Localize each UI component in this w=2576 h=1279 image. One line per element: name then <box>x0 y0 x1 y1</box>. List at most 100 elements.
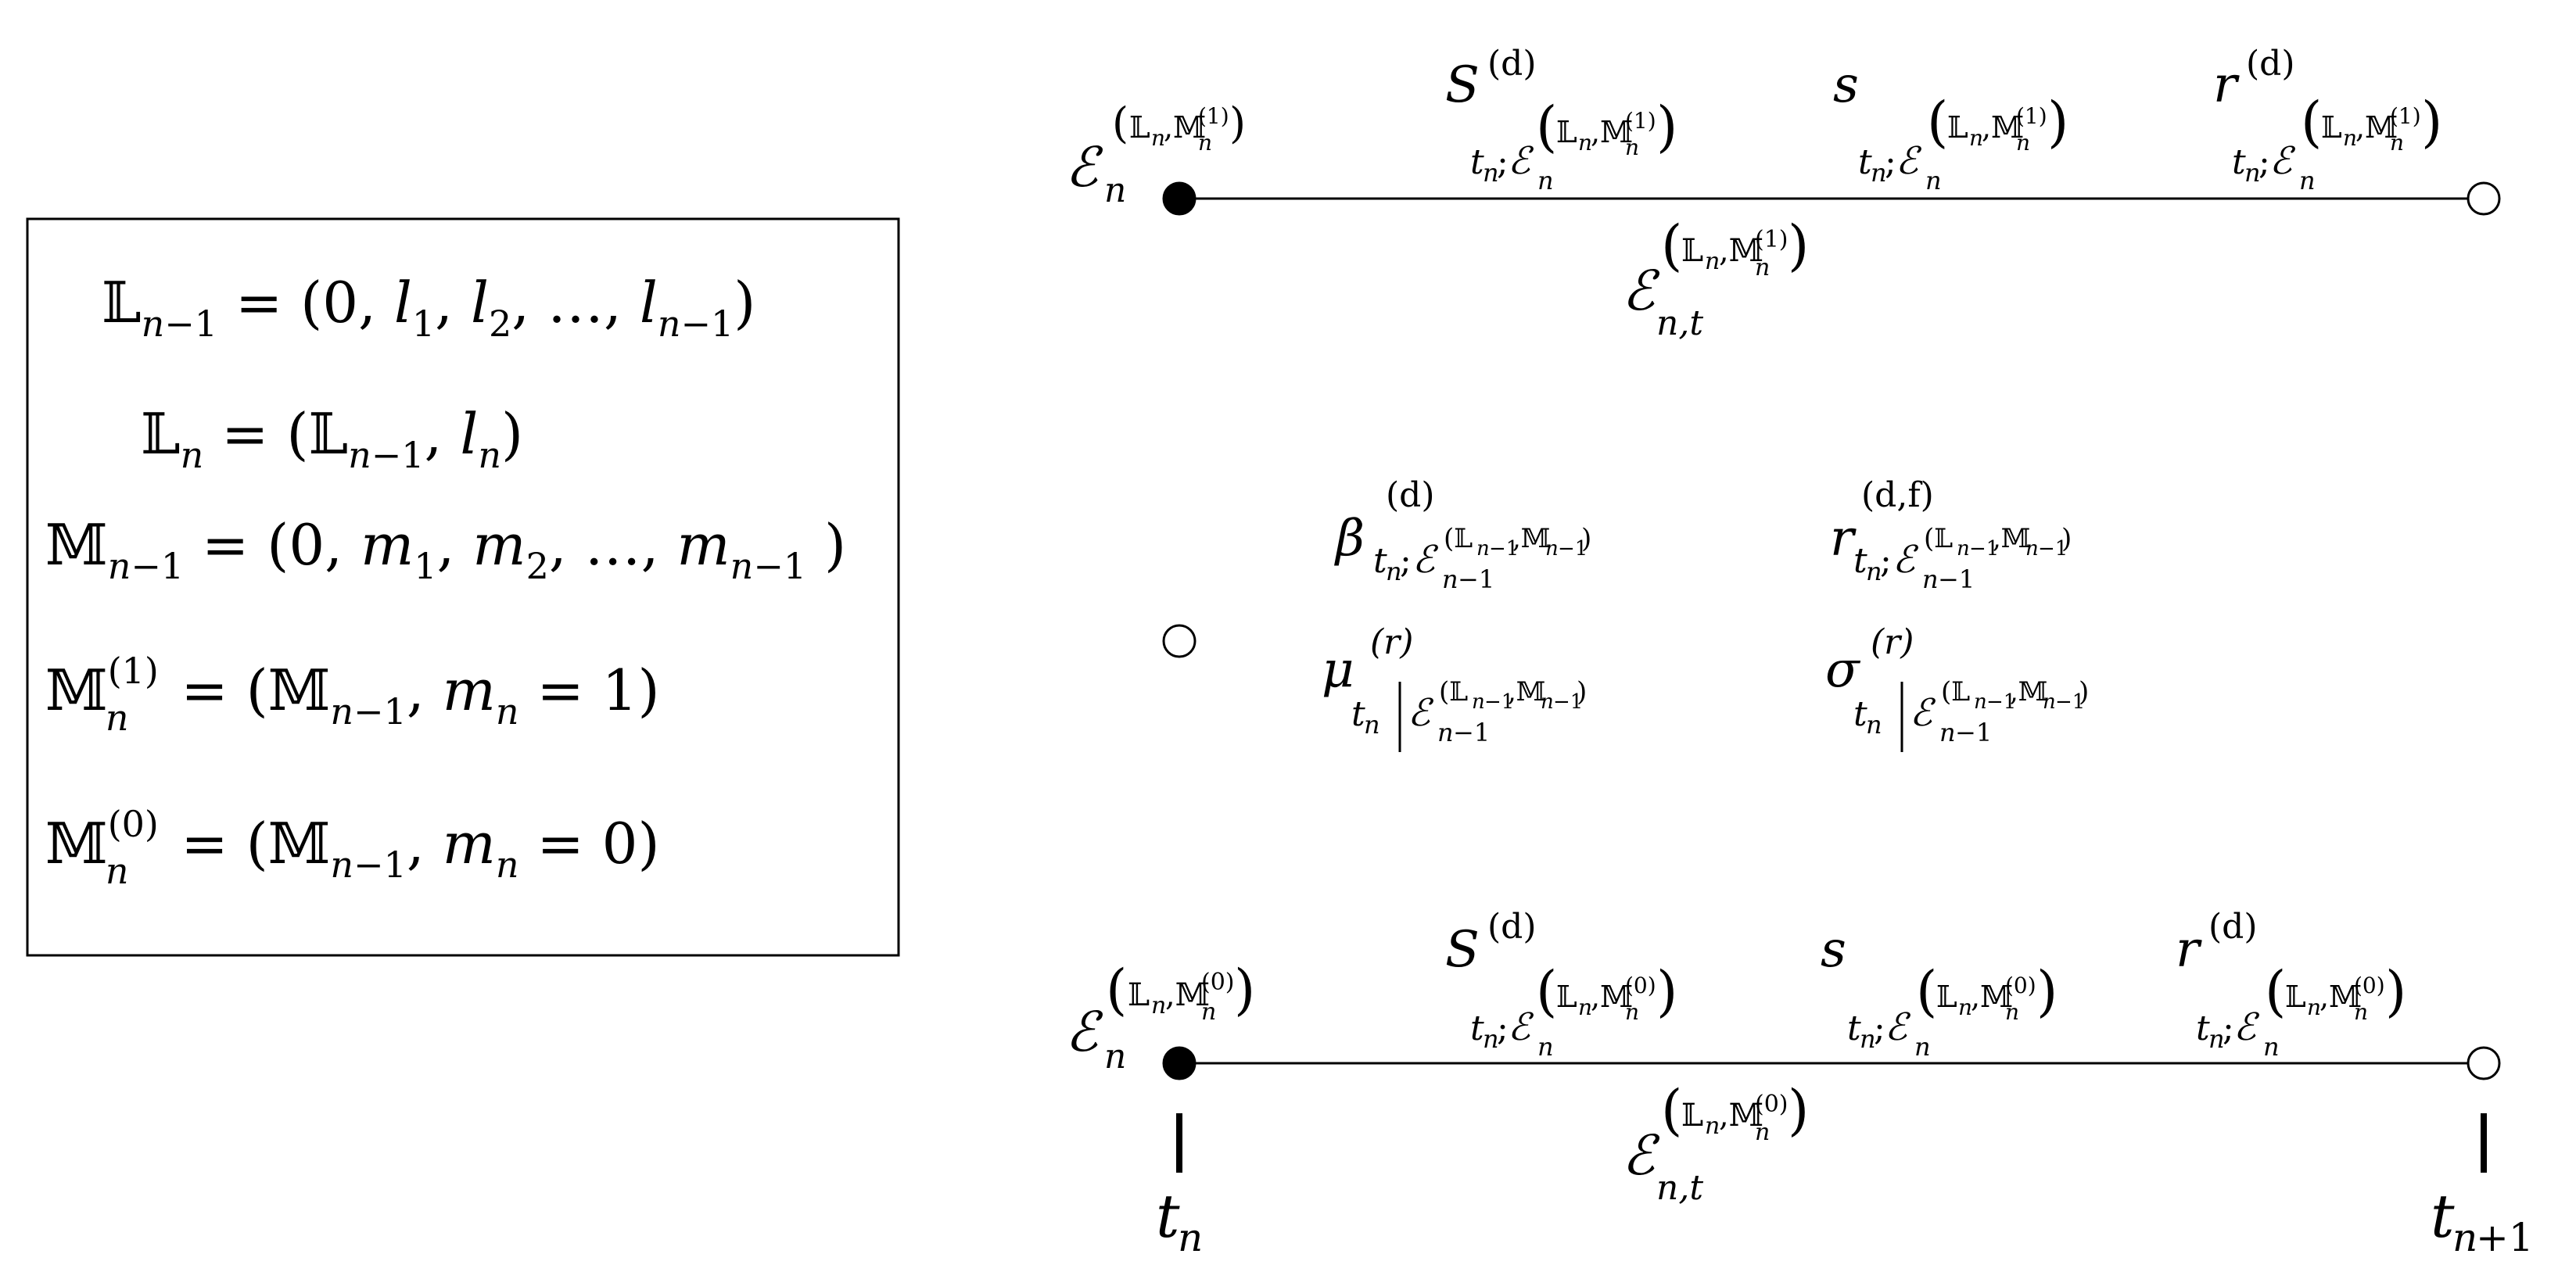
svg-text:−1: −1 <box>1553 690 1583 714</box>
svg-text:,𝕄: ,𝕄 <box>1719 1098 1763 1134</box>
svg-text:n: n <box>1442 564 1458 594</box>
bottom-end-open-node <box>2467 1046 2501 1080</box>
svg-text:n: n <box>1625 999 1639 1025</box>
svg-text:n: n <box>1201 998 1216 1026</box>
svg-text:,𝕄: ,𝕄 <box>1993 523 2030 554</box>
svg-text:n: n <box>1151 992 1166 1019</box>
svg-text:s: s <box>1821 921 1846 979</box>
svg-text:n: n <box>1476 537 1490 561</box>
svg-text:(1): (1) <box>1198 103 1229 129</box>
middle-param-beta-d: β (d) t n ; ℰ (𝕃 n −1 ,𝕄 n −1 ) n −1 <box>1334 475 1591 594</box>
svg-text:n: n <box>1969 125 1983 151</box>
svg-text:n: n <box>1939 718 1956 747</box>
svg-text:𝕃: 𝕃 <box>2285 980 2306 1014</box>
svg-text:n: n <box>2025 537 2039 561</box>
svg-text:): ) <box>1788 213 1809 278</box>
svg-text:,𝕄: ,𝕄 <box>1508 676 1545 708</box>
svg-text:t: t <box>1373 541 1387 581</box>
svg-text:r: r <box>2213 56 2240 114</box>
svg-text:n: n <box>2299 166 2316 195</box>
svg-text:(: ( <box>1536 959 1557 1023</box>
svg-text:,𝕄: ,𝕄 <box>2355 110 2398 145</box>
svg-text:): ) <box>1656 95 1677 159</box>
middle-param-r-df: r (d,f) t n ; ℰ (𝕃 n −1 ,𝕄 n −1 ) n −1 <box>1830 475 2072 594</box>
svg-text:n: n <box>1755 1119 1770 1146</box>
svg-text:β: β <box>1334 510 1365 568</box>
svg-text:(: ( <box>1112 99 1128 148</box>
svg-text:;: ; <box>1400 541 1412 581</box>
def-M-n-minus-1: 𝕄n−1 = (0, m1, m2, …, mn−1 ) <box>45 512 846 587</box>
bottom-start-filled-node <box>1162 1046 1197 1080</box>
svg-text:𝕃: 𝕃 <box>1556 980 1577 1014</box>
svg-text:): ) <box>1229 99 1246 148</box>
svg-text:n: n <box>1198 130 1212 156</box>
svg-text:;: ; <box>2258 142 2270 182</box>
def-L-n: 𝕃n = (𝕃n−1, ln) <box>141 401 523 476</box>
svg-text:S: S <box>1445 921 1480 979</box>
svg-text:−1: −1 <box>1458 564 1494 594</box>
svg-text:(0): (0) <box>1625 973 1656 998</box>
svg-text:n: n <box>2307 994 2321 1020</box>
svg-text:(1): (1) <box>1755 226 1788 253</box>
def-L-n-minus-1: 𝕃n−1 = (0, l1, l2, …, ln−1) <box>102 270 755 345</box>
svg-text:;: ; <box>1885 142 1896 182</box>
svg-text:(0): (0) <box>2005 973 2036 998</box>
svg-text:(𝕃: (𝕃 <box>1941 676 1970 708</box>
svg-text:n: n <box>2244 158 2261 188</box>
svg-text:σ: σ <box>1825 641 1861 699</box>
svg-text:,𝕄: ,𝕄 <box>1719 233 1763 269</box>
top-start-filled-node <box>1162 181 1197 216</box>
svg-text:−1: −1 <box>2038 537 2068 561</box>
svg-text:): ) <box>2047 90 2068 154</box>
svg-text:): ) <box>1788 1078 1809 1142</box>
top-param-r-d: r (d) t n ; ℰ n ( 𝕃 n ,𝕄 (1) n ) <box>2213 44 2442 195</box>
svg-text:n: n <box>1541 690 1554 714</box>
svg-text:n: n <box>2263 1032 2280 1062</box>
svg-text:;: ; <box>1497 142 1509 182</box>
svg-text:r: r <box>2176 921 2202 979</box>
svg-text:t: t <box>2232 142 2246 182</box>
svg-text:n: n <box>2343 125 2357 151</box>
svg-text:,𝕄: ,𝕄 <box>1512 523 1550 554</box>
svg-text:n: n <box>1386 557 1402 586</box>
svg-text:,𝕄: ,𝕄 <box>2010 676 2047 708</box>
top-param-S-d: S (d) t n ; ℰ n ( 𝕃 n ,𝕄 (1) n ) <box>1445 44 1677 195</box>
svg-text:r: r <box>1830 510 1857 568</box>
svg-text:(d): (d) <box>2208 907 2258 947</box>
svg-text:n: n <box>1925 166 1942 195</box>
svg-text:t: t <box>1470 142 1484 182</box>
svg-text:ℰ: ℰ <box>1896 139 1922 183</box>
svg-text:t: t <box>1156 1181 1180 1251</box>
middle-open-node <box>1162 624 1197 658</box>
svg-text:𝕃: 𝕃 <box>1129 110 1150 145</box>
svg-text:(d): (d) <box>1386 475 1435 515</box>
svg-text:;: ; <box>1874 1009 1885 1048</box>
svg-text:(1): (1) <box>2390 103 2421 129</box>
svg-text:s: s <box>1833 56 1859 114</box>
svg-text:−1: −1 <box>1558 537 1588 561</box>
svg-text:ℰ: ℰ <box>1408 691 1434 735</box>
svg-text:n: n <box>1755 254 1770 281</box>
svg-text:t: t <box>1858 142 1872 182</box>
svg-text:−1: −1 <box>1969 537 1999 561</box>
svg-text:n,t: n,t <box>1656 1168 1703 1208</box>
bottom-state-t-label: ℰ n,t ( 𝕃 n ,𝕄 (0) n ) <box>1622 1078 1809 1208</box>
svg-text:): ) <box>1234 958 1255 1022</box>
svg-text:): ) <box>2079 676 2089 708</box>
svg-text:ℰ: ℰ <box>1065 135 1103 199</box>
svg-text:(1): (1) <box>1625 108 1656 134</box>
svg-text:ℰ: ℰ <box>1910 691 1936 735</box>
svg-text:): ) <box>1577 676 1587 708</box>
svg-text:(1): (1) <box>2016 103 2047 129</box>
svg-text:(d,f): (d,f) <box>1861 475 1934 515</box>
svg-text:(0): (0) <box>2354 973 2385 998</box>
svg-text:t: t <box>1853 541 1867 581</box>
svg-text:+1: +1 <box>2476 1215 2534 1260</box>
top-param-s: s t n ; ℰ n ( 𝕃 n ,𝕄 (1) n ) <box>1833 56 2068 195</box>
svg-text:ℰ: ℰ <box>2233 1005 2260 1049</box>
svg-text:ℰ: ℰ <box>1065 1000 1103 1064</box>
svg-text:(𝕃: (𝕃 <box>1439 676 1468 708</box>
svg-text:n: n <box>1545 537 1559 561</box>
svg-text:n: n <box>1578 130 1592 156</box>
